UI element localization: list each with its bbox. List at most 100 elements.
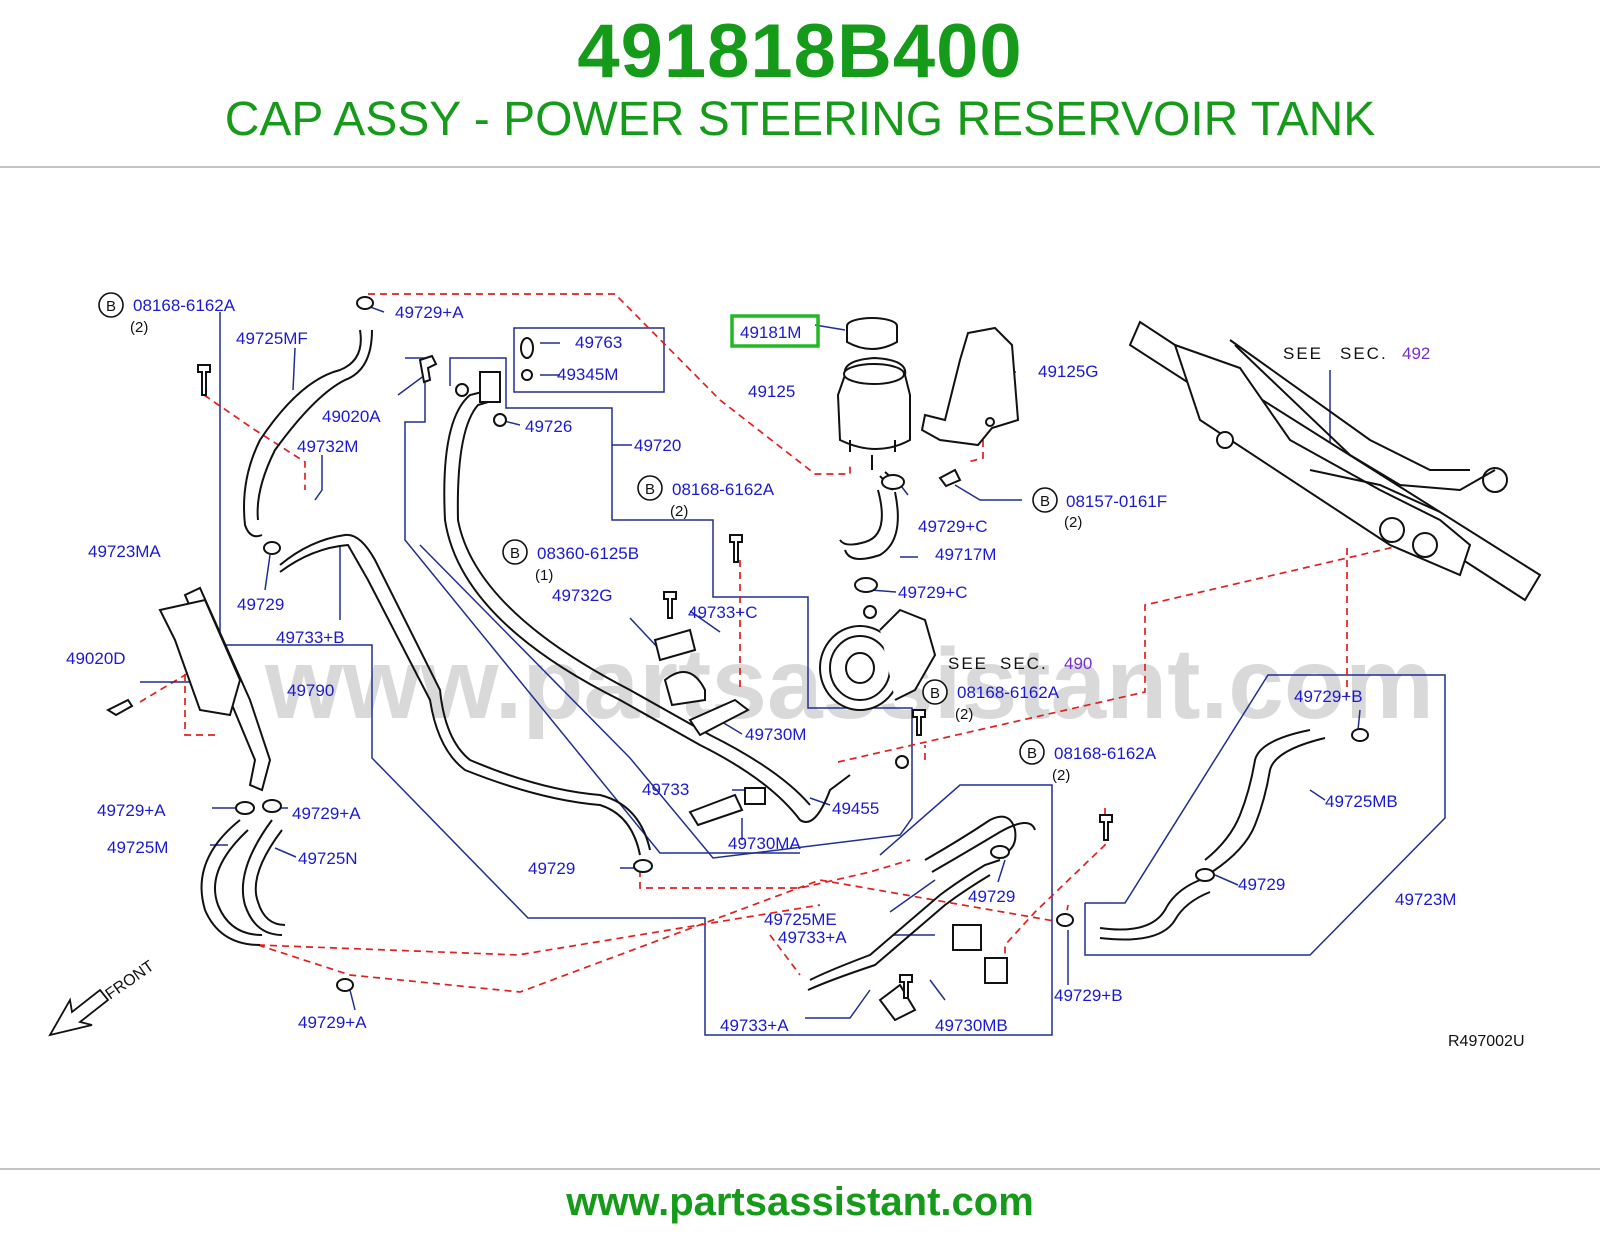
qty-08168-4: (2) — [1052, 767, 1070, 784]
label-08168-6162a-3: 08168-6162A — [957, 683, 1060, 702]
hose-49717m-inner — [839, 489, 883, 546]
label-49725mb: 49725MB — [1325, 792, 1398, 811]
see-text: SEE — [948, 654, 988, 673]
left-hoses — [158, 329, 651, 946]
header-divider — [0, 166, 1600, 168]
label-49181m: 49181M — [740, 323, 801, 342]
label-49729a-3: 49729+A — [292, 804, 361, 823]
label-49723m: 49723M — [1395, 890, 1456, 909]
bolt-marker: B — [637, 475, 663, 501]
label-49125: 49125 — [748, 382, 795, 401]
label-08168-6162a-2: 08168-6162A — [672, 480, 775, 499]
label-08168-6162a-4: 08168-6162A — [1054, 744, 1157, 763]
pipe-brackets — [653, 628, 1008, 1022]
label-49729-2: 49729 — [528, 859, 575, 878]
bolt-markers: B B B B B B — [98, 292, 1058, 765]
pump-pulley — [819, 605, 937, 711]
hose-clamps — [235, 296, 1369, 992]
part-labels: 49181M 49125 49125G 08157-0161F (2) 4972… — [66, 296, 1456, 1035]
label-49723ma: 49723MA — [88, 542, 161, 561]
section-ref-490: SEE SEC. 490 — [948, 654, 1092, 673]
bolt-marker: B — [502, 539, 528, 565]
sec-text: SEC. — [1340, 344, 1388, 363]
qty-08168-3: (2) — [955, 706, 973, 723]
label-49729a-4: 49729+A — [298, 1013, 367, 1032]
qty-08168-1: (2) — [130, 319, 148, 336]
section-number: 490 — [1064, 654, 1092, 673]
label-49790: 49790 — [287, 681, 334, 700]
label-49729b-2: 49729+B — [1054, 986, 1123, 1005]
reservoir-tank — [836, 356, 911, 491]
bolt-marker-text: B — [106, 298, 116, 315]
label-08157-0161f: 08157-0161F — [1066, 492, 1167, 511]
label-49732g: 49732G — [552, 586, 613, 605]
label-49729c-2: 49729+C — [898, 583, 967, 602]
clamp-49729c-top — [881, 474, 905, 490]
label-49729a-2: 49729+A — [97, 801, 166, 820]
label-49729b-1: 49729+B — [1294, 687, 1363, 706]
label-49345m: 49345M — [557, 365, 618, 384]
label-49733a-1: 49733+A — [778, 928, 847, 947]
sec-text: SEC. — [1000, 654, 1048, 673]
bolt-marker: B — [1032, 487, 1058, 513]
clamp-49729c — [854, 577, 878, 593]
label-49729-3: 49729 — [968, 887, 1015, 906]
pressure-hose — [443, 371, 909, 823]
label-49733a-2: 49733+A — [720, 1016, 789, 1035]
label-49020a: 49020A — [322, 407, 381, 426]
bolt-marker-text: B — [1027, 745, 1037, 762]
part-number-heading: 491818B400 — [577, 9, 1023, 94]
label-49455: 49455 — [832, 799, 879, 818]
tank-bracket — [920, 326, 1020, 447]
reservoir-cap — [846, 317, 898, 350]
target-part-highlight — [730, 314, 820, 348]
qty-08157: (2) — [1064, 514, 1082, 531]
label-49726: 49726 — [525, 417, 572, 436]
footer-divider — [0, 1168, 1600, 1170]
label-49729-1: 49729 — [237, 595, 284, 614]
see-text: SEE — [1283, 344, 1323, 363]
bolt-marker-text: B — [930, 685, 940, 702]
label-08168-6162a-1: 08168-6162A — [133, 296, 236, 315]
label-49720: 49720 — [634, 436, 681, 455]
group-outlines — [219, 312, 1446, 1036]
label-49725m: 49725M — [107, 838, 168, 857]
bolt-marker: B — [1019, 739, 1045, 765]
label-49730ma: 49730MA — [728, 834, 801, 853]
label-49733c: 49733+C — [688, 603, 757, 622]
part-title-heading: CAP ASSY - POWER STEERING RESERVOIR TANK — [224, 93, 1376, 146]
qty-08168-2: (2) — [670, 503, 688, 520]
label-49763: 49763 — [575, 333, 622, 352]
label-49729c-1: 49729+C — [918, 517, 987, 536]
label-49717m: 49717M — [935, 545, 996, 564]
label-49730m: 49730M — [745, 725, 806, 744]
label-49725mf: 49725MF — [236, 329, 308, 348]
dashed-reference-lines — [139, 293, 1441, 993]
label-49020d: 49020D — [66, 649, 126, 668]
label-49729a-1: 49729+A — [395, 303, 464, 322]
label-49733: 49733 — [642, 780, 689, 799]
bolt-marker: B — [98, 292, 124, 318]
bolts — [105, 354, 1113, 999]
bolt-marker-text: B — [510, 545, 520, 562]
label-49730mb: 49730MB — [935, 1016, 1008, 1035]
front-arrow: FRONT — [48, 958, 158, 1037]
bolt-marker-text: B — [1040, 493, 1050, 510]
right-hoses — [807, 729, 1326, 991]
hose-49717m — [844, 491, 899, 560]
label-08360-6125b: 08360-6125B — [537, 544, 639, 563]
label-49725n: 49725N — [298, 849, 358, 868]
section-ref-492: SEE SEC. 492 — [1283, 344, 1430, 363]
steering-rack — [1128, 320, 1542, 602]
label-49125g: 49125G — [1038, 362, 1099, 381]
bolt-marker: B — [922, 679, 948, 705]
label-49732m: 49732M — [297, 437, 358, 456]
label-49729-4: 49729 — [1238, 875, 1285, 894]
footer-url[interactable]: www.partsassistant.com — [566, 1180, 1034, 1224]
front-label: FRONT — [103, 958, 158, 1004]
diagram-ref-code: R497002U — [1448, 1033, 1525, 1050]
qty-08360: (1) — [535, 567, 553, 584]
label-49733b: 49733+B — [276, 628, 345, 647]
bolt-marker-text: B — [645, 481, 655, 498]
